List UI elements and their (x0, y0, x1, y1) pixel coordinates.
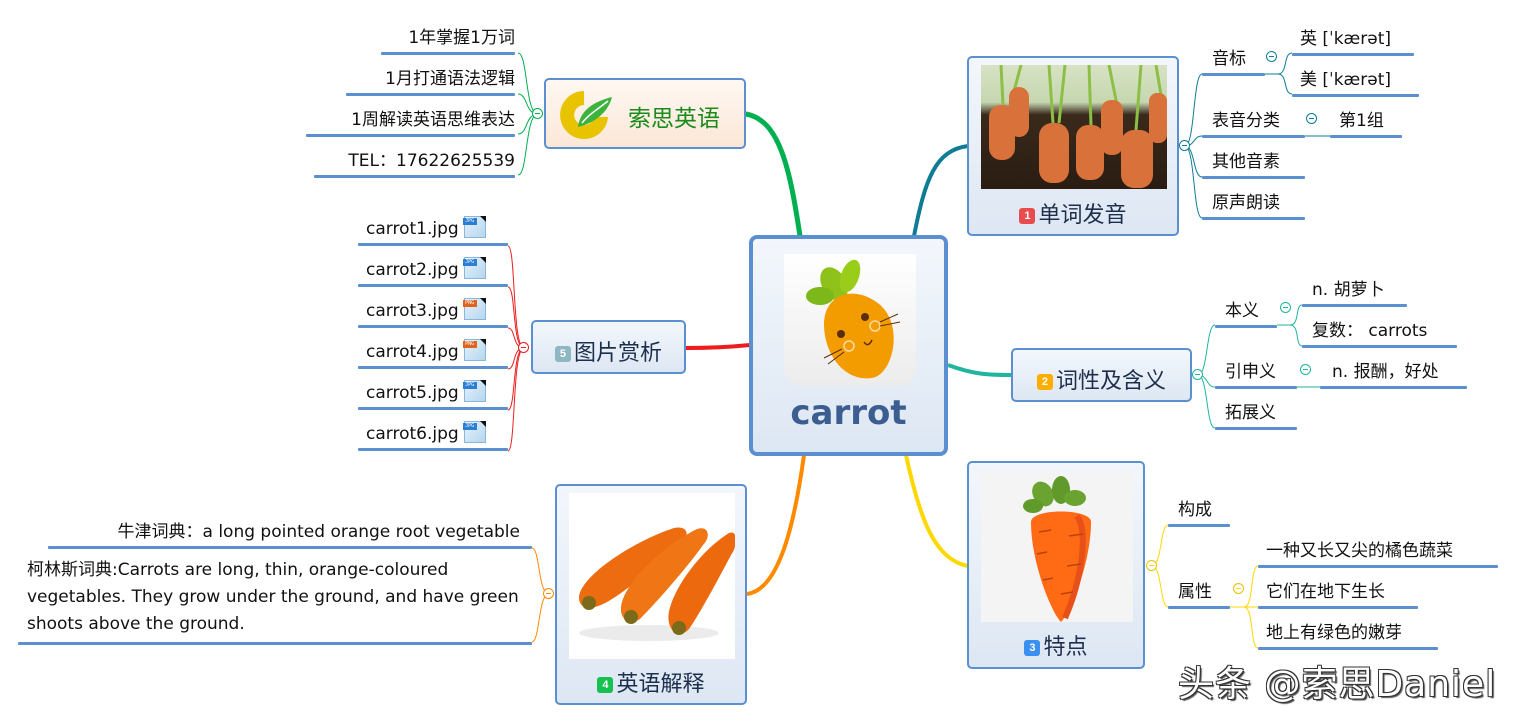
carrot-face-image (784, 254, 916, 386)
brand-item[interactable]: 1月打通语法逻辑 (346, 64, 515, 96)
phonetic-collapse-toggle[interactable] (1266, 51, 1277, 62)
jpg-file-icon: JPG (462, 380, 486, 402)
meaning-noun[interactable]: n. 胡萝卜 (1302, 275, 1407, 307)
topic-2-title: 词性及含义 (1055, 369, 1166, 394)
subtopic-phonetic[interactable]: 音标 (1202, 44, 1265, 76)
cartoon-carrot-image (981, 472, 1133, 622)
phonetic-group[interactable]: 第1组 (1330, 106, 1402, 138)
topic-1-collapse-toggle[interactable] (1179, 140, 1190, 151)
brand-title: 索思英语 (628, 106, 720, 132)
badge-3: 3 (1024, 640, 1041, 656)
topic-4-collapse-toggle[interactable] (543, 588, 554, 599)
central-title: carrot (790, 393, 907, 433)
badge-2: 2 (1036, 374, 1053, 390)
attributes-collapse-toggle[interactable] (1233, 583, 1244, 594)
badge-1: 1 (1019, 208, 1036, 224)
subtopic-phonetic-class[interactable]: 表音分类 (1202, 106, 1305, 138)
topic-2-collapse-toggle[interactable] (1192, 369, 1203, 380)
brand-item[interactable]: TEL：17622625539 (314, 146, 515, 178)
topic-4-title: 英语解释 (616, 672, 705, 697)
attribute-item[interactable]: 一种又长又尖的橘色蔬菜 (1258, 536, 1498, 568)
brand-logo-icon (556, 87, 612, 143)
original-meaning-collapse-toggle[interactable] (1280, 302, 1291, 313)
definition-collins[interactable]: 柯林斯词典:Carrots are long, thin, orange-col… (18, 557, 532, 645)
topic-1-title: 单词发音 (1038, 203, 1127, 228)
attribute-item[interactable]: 地上有绿色的嫩芽 (1258, 618, 1438, 650)
jpg-file-icon: JPG (462, 257, 486, 279)
subtopic-expanded-meaning[interactable]: 拓展义 (1215, 398, 1297, 430)
jpg-file-icon: JPG (462, 421, 486, 443)
watermark-text: 头条 @索思Daniel (1178, 664, 1497, 705)
extended-meaning-collapse-toggle[interactable] (1300, 364, 1311, 375)
brand-item[interactable]: 1年掌握1万词 (381, 23, 515, 55)
phonetic-class-collapse-toggle[interactable] (1306, 113, 1317, 124)
subtopic-other-phonemes[interactable]: 其他音素 (1202, 147, 1305, 179)
brand-collapse-toggle[interactable] (532, 108, 543, 119)
phonetic-us[interactable]: 美 [ˈkærət] (1292, 65, 1419, 97)
topic-5-collapse-toggle[interactable] (518, 342, 529, 353)
topic-3-collapse-toggle[interactable] (1146, 560, 1157, 571)
jpg-file-icon: JPG (462, 216, 486, 238)
topic-5-title: 图片赏析 (573, 341, 662, 366)
three-carrots-image (569, 493, 735, 659)
subtopic-audio[interactable]: 原声朗读 (1202, 188, 1305, 220)
png-file-icon: PNG (462, 298, 486, 320)
badge-4: 4 (597, 677, 614, 693)
central-topic[interactable]: carrot (749, 235, 948, 456)
badge-5: 5 (554, 346, 571, 362)
brand-node[interactable]: 索思英语 (544, 78, 746, 149)
phonetic-uk[interactable]: 英 [ˈkærət] (1292, 24, 1414, 56)
subtopic-extended-meaning[interactable]: 引申义 (1215, 357, 1297, 389)
meaning-plural[interactable]: 复数： carrots (1302, 316, 1457, 348)
meaning-reward[interactable]: n. 报酬，好处 (1320, 357, 1467, 389)
attribute-item[interactable]: 它们在地下生长 (1258, 577, 1418, 609)
definition-oxford[interactable]: 牛津词典：a long pointed orange root vegetabl… (48, 517, 532, 549)
carrots-in-soil-image (981, 65, 1167, 189)
subtopic-composition[interactable]: 构成 (1168, 495, 1230, 527)
png-file-icon: PNG (462, 339, 486, 361)
topic-3-title: 特点 (1043, 635, 1088, 660)
brand-item[interactable]: 1周解读英语思维表达 (306, 105, 515, 137)
subtopic-attributes[interactable]: 属性 (1168, 577, 1230, 609)
subtopic-original-meaning[interactable]: 本义 (1215, 296, 1277, 328)
